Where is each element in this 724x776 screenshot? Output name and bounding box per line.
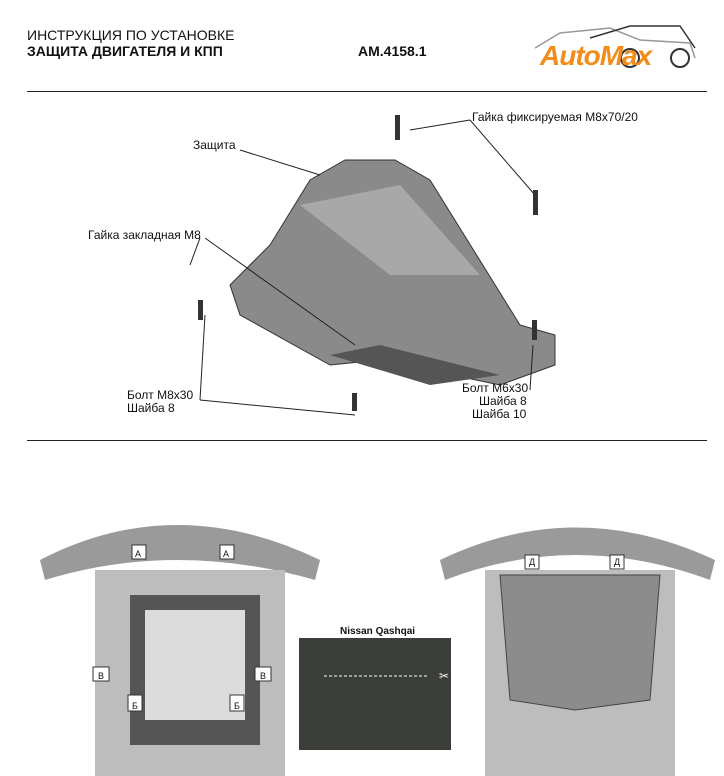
marker-b2: Б: [234, 701, 240, 711]
marker-a2: А: [223, 549, 230, 559]
marker-d1: Д: [529, 557, 536, 567]
label-washer-8: Шайба 8: [127, 401, 175, 415]
label-bolt-m8: Болт М8х30: [127, 388, 194, 402]
doc-subtitle: ЗАЩИТА ДВИГАТЕЛЯ И КПП: [27, 43, 223, 59]
divider: [27, 440, 707, 441]
marker-a1: А: [135, 549, 142, 559]
label-embedded-nut: Гайка закладная М8: [88, 228, 201, 242]
marker-b1: Б: [132, 701, 138, 711]
photo-underbody-left: [40, 525, 320, 776]
label-shield: Защита: [193, 138, 236, 152]
exploded-diagram: [189, 115, 556, 416]
doc-title: ИНСТРУКЦИЯ ПО УСТАНОВКЕ: [27, 27, 235, 43]
label-bolt-m6: Болт М6х30: [462, 381, 529, 395]
photo-underbody-right: [440, 527, 715, 776]
scissors-icon: ✂: [439, 669, 449, 683]
logo-text: AutoMax: [540, 40, 652, 71]
divider: [27, 91, 707, 92]
label-washer-10: Шайба 10: [472, 407, 527, 421]
marker-v1: В: [98, 671, 105, 681]
marker-d2: Д: [614, 557, 621, 567]
label-fixed-nut: Гайка фиксируемая М8х70/20: [472, 110, 638, 124]
article-number: АМ.4158.1: [358, 43, 427, 59]
car-logo-icon: [534, 25, 696, 68]
inset-title: Nissan Qashqai: [340, 626, 416, 637]
label-washer-8b: Шайба 8: [479, 394, 527, 408]
marker-v2: В: [260, 671, 267, 681]
inset-photo: ✂: [299, 638, 451, 750]
